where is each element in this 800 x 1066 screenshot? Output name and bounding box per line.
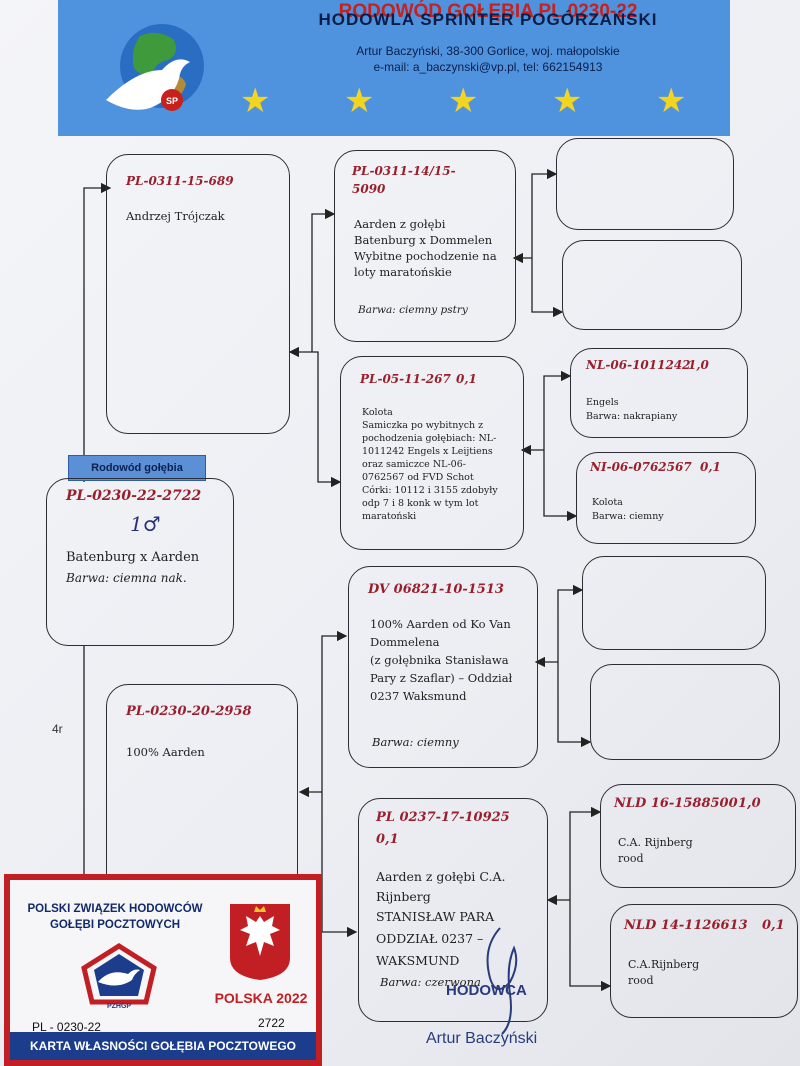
great-grandparent-line: rood	[628, 974, 654, 987]
main-bird-box	[46, 478, 234, 646]
paternal-grandmother-line: odp 7 i 8 konk w tym lot	[362, 498, 479, 509]
great-grandparent-box	[610, 904, 798, 1018]
empty-ancestor-box	[562, 240, 742, 330]
great-grandparent-sex: 0,1	[762, 918, 785, 933]
side-mark: 4r	[52, 722, 63, 736]
great-grandparent-line: Barwa: ciemny	[592, 511, 664, 522]
paternal-grandmother-line: pochodzenia gołębiach: NL-	[362, 433, 497, 444]
breeder-address: Artur Baczyński, 38-300 Gorlice, woj. ma…	[356, 44, 620, 58]
maternal-grandmother-line: Rijnberg	[376, 889, 431, 904]
logo-initials: SP	[166, 96, 178, 106]
paternal-grandmother-box	[340, 356, 524, 550]
card-title-1: POLSKI ZWIĄZEK HODOWCÓW	[27, 903, 203, 915]
maternal-grandmother-box	[358, 798, 548, 1022]
maternal-grandmother-ring: PL 0237-17-10925	[376, 810, 510, 825]
pedigree-label: Rodowód gołębia	[68, 455, 206, 481]
maternal-grandfather-box	[348, 566, 538, 768]
maternal-grandmother-line: Aarden z gołębi C.A.	[376, 869, 506, 884]
maternal-grandmother-line: WAKSMUND	[376, 953, 460, 968]
great-grandparent-line: Kolota	[592, 497, 623, 508]
paternal-grandmother-line: 1011242 Engels x Leijtiens	[362, 446, 493, 457]
paternal-grandmother-line: oraz samiczce NL-06-	[362, 459, 466, 470]
great-grandparent-sex: 0,1	[700, 460, 721, 474]
header-banner: RODOWÓD GOŁĘBIA PL 0230-22 HODOWLA SPRIN…	[58, 0, 730, 136]
paternal-grandfather-line: Aarden z gołębi	[354, 217, 446, 231]
maternal-grandfather-ring: DV 06821-10-1513	[368, 582, 504, 597]
paternal-grandmother-line: Samiczka po wybitnych z	[362, 420, 484, 431]
great-grandparent-box	[570, 348, 748, 438]
great-grandparent-box	[600, 784, 796, 888]
great-grandparent-sex: 1,0	[688, 358, 709, 372]
maternal-grandmother-color: Barwa: czerwona	[380, 975, 481, 989]
eu-star-icon: ★	[552, 81, 583, 121]
great-grandparent-ring: NLD 16-1588500	[614, 796, 738, 811]
pzhgp-logo-icon: PZHGP	[81, 943, 157, 1010]
paternal-grandfather-box	[334, 150, 516, 342]
great-grandparent-line: Engels	[586, 397, 619, 408]
maternal-grandmother-line: STANISŁAW PARA	[376, 909, 495, 924]
breeder-contact: e-mail: a_baczynski@vp.pl, tel: 66215491…	[373, 60, 603, 74]
breeder-stamp-name: Artur Baczyński	[426, 1030, 538, 1047]
pzhgp-logo-text: PZHGP	[107, 1003, 131, 1010]
paternal-grandfather-ring-line1: PL-0311-14/15-	[352, 164, 456, 178]
paternal-grandmother-ring: PL-05-11-267	[360, 372, 451, 386]
card-title-2: GOŁĘBI POCZTOWYCH	[49, 919, 181, 931]
father-description: Andrzej Trójczak	[126, 209, 225, 223]
maternal-grandmother-line: ODDZIAŁ 0237 –	[376, 931, 484, 946]
polish-eagle-emblem-icon	[230, 904, 290, 980]
globe-pigeon-logo-icon: SP	[106, 24, 204, 111]
paternal-grandmother-line: Córki: 10112 i 3155 zdobyły	[362, 485, 498, 496]
handwritten-mark: 1♂	[130, 512, 161, 536]
paternal-grandfather-line: Batenburg x Dommelen	[354, 233, 493, 247]
great-grandparent-line: C.A.Rijnberg	[628, 958, 700, 971]
maternal-grandfather-line: Dommelena	[370, 635, 440, 649]
great-grandparent-line: rood	[618, 852, 644, 865]
father-ring-number: PL-0311-15-689	[126, 174, 234, 188]
main-color: Barwa: ciemna nak.	[66, 571, 187, 585]
paternal-grandmother-line: Kolota	[362, 407, 393, 418]
paternal-grandfather-ring-line2: 5090	[352, 182, 386, 196]
great-grandparent-line: Barwa: nakrapiany	[586, 411, 678, 422]
maternal-grandfather-line: 100% Aarden od Ko Van	[370, 617, 511, 631]
paternal-grandmother-line: 0762567 od FVD Schot	[362, 472, 474, 483]
card-country-year: POLSKA 2022	[214, 990, 308, 1006]
great-grandparent-line: C.A. Rijnberg	[618, 836, 693, 849]
maternal-grandmother-sex: 0,1	[376, 832, 399, 847]
empty-ancestor-box	[582, 556, 766, 650]
great-grandparent-box	[576, 452, 756, 544]
empty-ancestor-box	[590, 664, 780, 760]
paternal-grandmother-line: maratoński	[362, 511, 417, 522]
great-grandparent-sex: 1,0	[738, 796, 761, 811]
eu-star-icon: ★	[240, 81, 271, 121]
great-grandparent-ring: NLD 14-1126613	[624, 918, 748, 933]
paternal-grandmother-sex: 0,1	[456, 372, 477, 386]
empty-ancestor-box	[556, 138, 734, 230]
mother-ring-number: PL-0230-20-2958	[126, 704, 252, 719]
paternal-grandfather-line: loty maratońskie	[354, 265, 452, 279]
eu-star-icon: ★	[656, 81, 687, 121]
maternal-grandfather-line: Pary z Szaflar) – Oddział	[370, 671, 513, 685]
eu-star-icon: ★	[344, 81, 375, 121]
card-caption: KARTA WŁASNOŚCI GOŁĘBIA POCZTOWEGO	[10, 1032, 316, 1060]
eu-star-icon: ★	[448, 81, 479, 121]
card-ring-number: 2722	[258, 1016, 285, 1030]
card-ring-id: PL - 0230-22	[32, 1020, 101, 1034]
maternal-grandfather-color: Barwa: ciemny	[372, 735, 459, 749]
great-grandparent-ring: NL-06-1011242	[586, 358, 691, 372]
handwritten-signature	[486, 927, 518, 1035]
great-grandparent-ring: NI-06-0762567	[590, 460, 692, 474]
paternal-grandfather-color: Barwa: ciemny pstry	[358, 304, 468, 316]
main-ring-number: PL-0230-22-2722	[66, 488, 202, 504]
father-box	[106, 154, 290, 434]
ownership-card: POLSKI ZWIĄZEK HODOWCÓW GOŁĘBI POCZTOWYC…	[4, 874, 322, 1066]
maternal-grandfather-line: (z gołębnika Stanisława	[370, 653, 509, 667]
main-line: Batenburg x Aarden	[66, 550, 200, 565]
paternal-grandfather-line: Wybitne pochodzenie na	[354, 249, 497, 263]
breeder-name: HODOWLA SPRINTER POGÓRZAŃSKI	[318, 10, 658, 29]
maternal-grandfather-line: 0237 Waksmund	[370, 689, 467, 703]
document-title: RODOWÓD GOŁĘBIA PL 0230-22	[338, 1, 638, 22]
mother-description: 100% Aarden	[126, 745, 205, 759]
